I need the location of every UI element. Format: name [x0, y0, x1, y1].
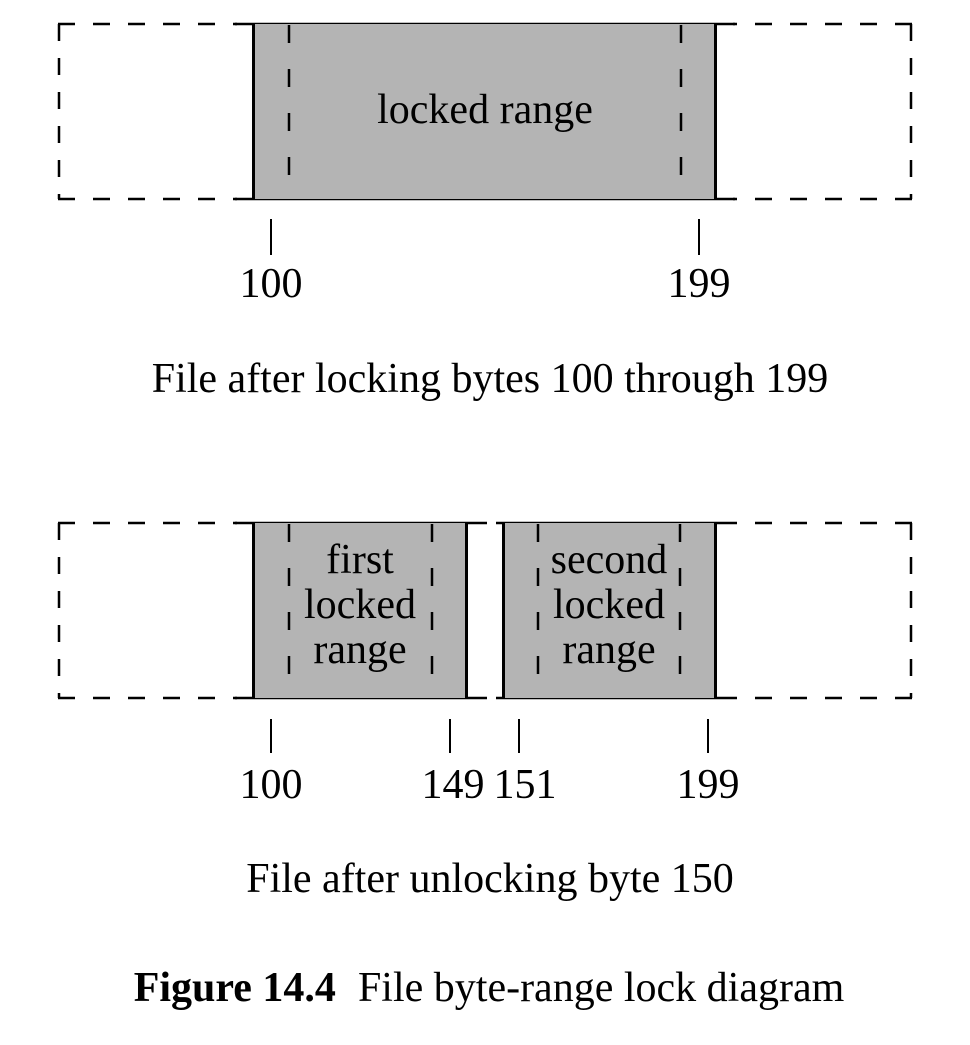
- diagram-after-unlocking: first locked range second locked range 1…: [57, 521, 913, 808]
- tick-label-100: 100: [240, 762, 303, 808]
- locked-range-label: locked range: [377, 87, 593, 133]
- first-range-label-line2: locked: [304, 582, 416, 628]
- figure-caption: Figure 14.4 File byte-range lock diagram: [134, 965, 845, 1011]
- tick-label-149: 149: [422, 762, 485, 808]
- diagram-after-locking: locked range 100 199: [57, 22, 913, 307]
- caption-after-unlocking: File after unlocking byte 150: [246, 856, 734, 902]
- tick-label-151: 151: [494, 762, 557, 808]
- first-range-label-line1: first: [326, 537, 394, 583]
- figure-caption-number: Figure 14.4: [134, 965, 336, 1011]
- locked-range-rect: [252, 24, 717, 199]
- second-range-label-line3: range: [562, 627, 655, 673]
- second-range-label-line1: second: [551, 537, 668, 583]
- first-range-label-line3: range: [313, 627, 406, 673]
- figure-caption-title: File byte-range lock diagram: [358, 965, 845, 1011]
- tick-label-199: 199: [677, 762, 740, 808]
- tick-label-100: 100: [240, 261, 303, 307]
- caption-after-locking: File after locking bytes 100 through 199: [152, 356, 829, 402]
- second-range-label-line2: locked: [553, 582, 665, 628]
- tick-label-199: 199: [668, 261, 731, 307]
